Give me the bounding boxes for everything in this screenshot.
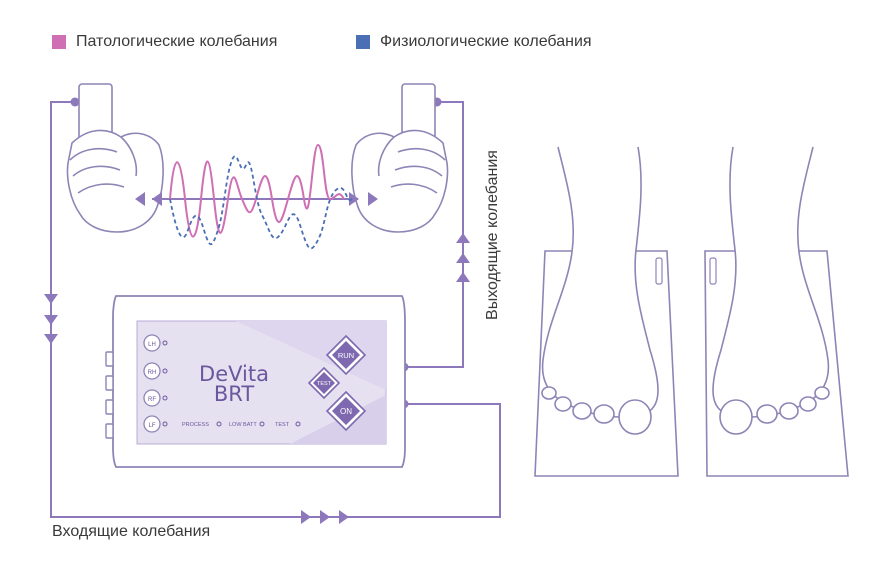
outgoing-oscillations-label: Выходящие колебания <box>480 142 506 327</box>
down-arrow <box>44 315 58 325</box>
port-label: LF <box>148 423 155 429</box>
run-button[interactable]: RUN <box>325 334 367 376</box>
port-label: RF <box>148 397 156 403</box>
right-arrow <box>301 510 311 524</box>
left-foot <box>541 146 659 435</box>
brand-brt: BRT <box>214 382 254 406</box>
pathological-swatch <box>52 35 66 49</box>
right-arrow <box>339 510 349 524</box>
port-rh[interactable]: RH <box>143 362 168 380</box>
right-arrow <box>320 510 330 524</box>
up-arrow <box>456 233 470 243</box>
physiological-wave <box>169 155 353 250</box>
right-foot <box>712 146 830 435</box>
port-lh[interactable]: LH <box>143 334 168 352</box>
oscillations <box>135 143 378 250</box>
test-label: TEST <box>317 381 332 387</box>
outgoing-label-text: Выходящие колебания <box>484 149 501 320</box>
right-axis-arrow <box>368 192 378 206</box>
on-button[interactable]: ON <box>325 390 367 432</box>
left-hand <box>66 83 164 233</box>
legend-physiological-label: Физиологические колебания <box>380 33 592 50</box>
pathological-wave <box>169 143 345 238</box>
indicator-low-batt: LOW BATT <box>229 422 257 428</box>
legend-physiological: Физиологические колебания <box>356 33 592 51</box>
indicators: PROCESS LOW BATT TEST <box>182 421 301 428</box>
left-axis-arrow <box>152 192 162 206</box>
port-rf[interactable]: RF <box>143 389 168 407</box>
indicator-test: TEST <box>275 422 290 428</box>
brand-devita: DeVita <box>199 362 269 386</box>
flow-arrows <box>44 233 470 524</box>
down-arrow <box>44 294 58 304</box>
legend-pathological: Патологические колебания <box>52 33 277 51</box>
down-arrow <box>44 334 58 344</box>
legend-pathological-label: Патологические колебания <box>76 33 278 50</box>
incoming-oscillations-label: Входящие колебания <box>52 523 211 540</box>
device: LH RH RF LF DeVita BRT PROCESS LOW BATT … <box>105 295 406 468</box>
left-electrode-dot <box>70 97 80 107</box>
right-hand <box>351 83 449 233</box>
test-button[interactable]: TEST <box>307 366 341 400</box>
port-label: RH <box>148 370 157 376</box>
left-axis-arrow <box>135 192 145 206</box>
up-arrow <box>456 253 470 263</box>
port-lf[interactable]: LF <box>143 415 168 433</box>
indicator-process: PROCESS <box>182 422 209 428</box>
left-electrode-wire <box>50 101 501 518</box>
physiological-swatch <box>356 35 370 49</box>
on-label: ON <box>340 407 352 416</box>
port-label: LH <box>148 342 156 348</box>
run-label: RUN <box>338 351 354 360</box>
right-axis-arrow <box>349 192 359 206</box>
side-ports <box>105 351 114 439</box>
up-arrow <box>456 272 470 282</box>
